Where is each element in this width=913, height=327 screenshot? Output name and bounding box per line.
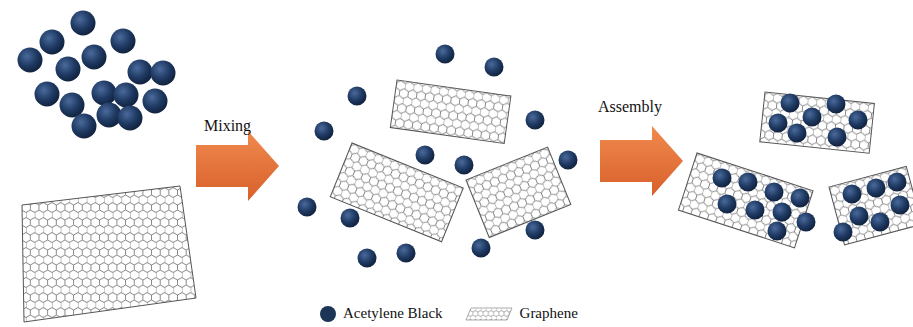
legend-text: Graphene [520, 305, 578, 322]
legend-item: Acetylene Black [320, 305, 443, 322]
mixed-sheets [330, 80, 571, 242]
legend-sample [465, 306, 513, 322]
step-label: Assembly [598, 98, 662, 116]
acetylene-black-cluster [18, 11, 176, 139]
legend-swatch [320, 306, 336, 322]
mixed-acetylene-black [298, 45, 578, 268]
legend-text: Acetylene Black [343, 305, 443, 322]
graphene-sheet [22, 186, 196, 322]
step-label: Mixing [204, 117, 251, 135]
assembled-sheets [678, 92, 913, 248]
assembly-arrow [600, 126, 683, 196]
legend: Acetylene Black Graphene [320, 305, 600, 322]
mixing-arrow [196, 131, 279, 201]
legend-item: Graphene [465, 305, 578, 322]
assembled-acetylene-black [713, 94, 910, 242]
